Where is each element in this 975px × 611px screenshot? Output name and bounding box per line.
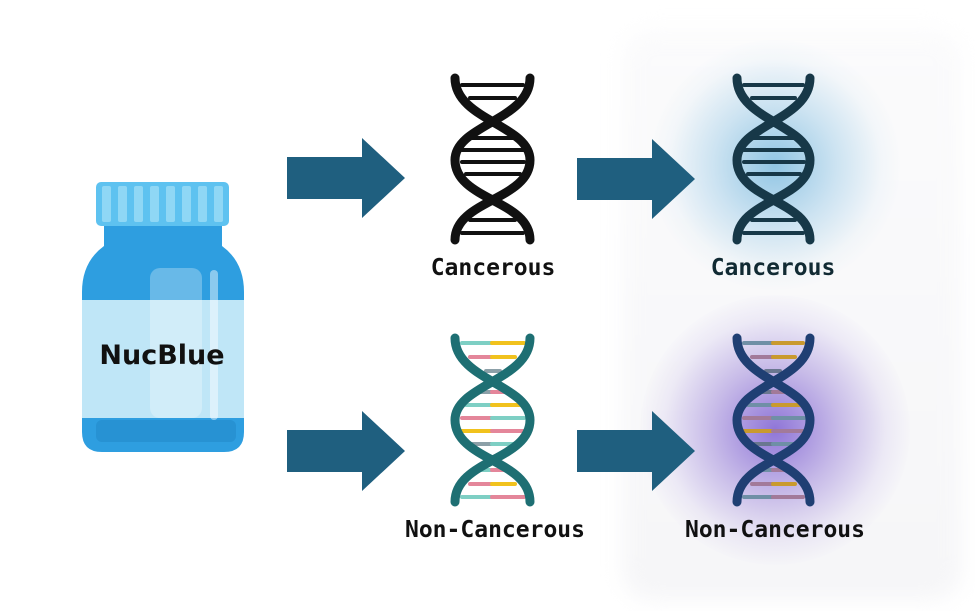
cancerous-stained-dna-icon [732,73,815,245]
cancerous-stained-label: Cancerous [710,255,836,281]
non-cancerous-label: Non-Cancerous [404,517,585,543]
non-cancerous-dna-icon [450,333,535,507]
arrow-icon [577,139,695,219]
non-cancerous-stained-dna-icon [732,333,815,507]
cancerous-stain-glow [650,40,900,290]
cancerous-dna-icon [450,73,535,245]
arrow-icon [287,138,405,218]
arrow-icon [577,411,695,491]
bottle-label: NucBlue [99,340,225,371]
non-cancerous-stained-label: Non-Cancerous [684,517,865,543]
nucblue-bottle-icon [82,182,244,452]
arrow-icon [287,411,405,491]
cancerous-label: Cancerous [430,255,556,281]
